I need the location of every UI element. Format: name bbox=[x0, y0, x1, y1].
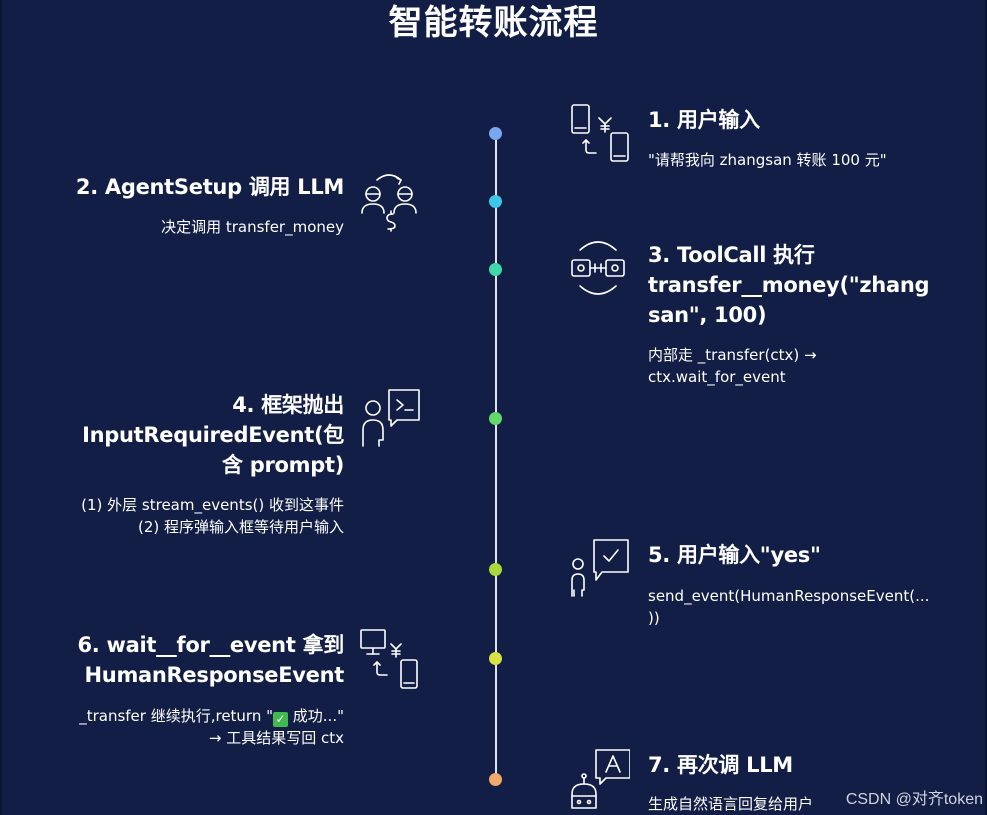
step-1-desc: "请帮我向 zhangsan 转账 100 元" bbox=[648, 151, 887, 169]
monitor-phone-icon bbox=[357, 626, 421, 690]
step-4-title-line-3: 含 prompt) bbox=[222, 453, 344, 477]
step-5-title: 5. 用户输入"yes" bbox=[648, 543, 821, 567]
step-2-desc: 决定调用 transfer_money bbox=[161, 218, 344, 236]
step-6-title-line-2: HumanResponseEvent bbox=[84, 663, 345, 687]
person-check-icon bbox=[566, 536, 630, 600]
step-6-title-line-1: 6. wait__for__event 拿到 bbox=[77, 633, 344, 657]
csdn-watermark: CSDN @对齐token bbox=[845, 791, 983, 808]
timeline-dot-3 bbox=[489, 263, 502, 276]
step-6-desc-line-1: _transfer 继续执行,return "✓ 成功..." bbox=[10, 705, 344, 727]
robot-chat-icon bbox=[566, 748, 630, 812]
step-4-desc-line-1: (1) 外层 stream_events() 收到这事件 bbox=[81, 496, 344, 514]
timeline-line bbox=[495, 134, 497, 780]
timeline-dot-6 bbox=[489, 652, 502, 665]
step-7-desc: 生成自然语言回复给用户 bbox=[648, 795, 814, 813]
step-3-title-line-1: 3. ToolCall 执行 bbox=[648, 243, 815, 267]
step-2-title: 2. AgentSetup 调用 LLM bbox=[75, 175, 344, 199]
step-6-desc-line-2: → 工具结果写回 ctx bbox=[208, 729, 344, 747]
people-exchange-icon bbox=[357, 168, 421, 232]
step-6-desc-suffix: 成功..." bbox=[288, 707, 344, 725]
frame-border-left bbox=[0, 0, 2, 815]
timeline-dot-4 bbox=[489, 412, 502, 425]
step-7-title: 7. 再次调 LLM bbox=[648, 753, 793, 777]
step-1-title: 1. 用户输入 bbox=[648, 108, 760, 132]
step-6-desc-prefix: _transfer 继续执行,return " bbox=[79, 707, 274, 725]
phone-transfer-icon bbox=[566, 100, 630, 164]
step-3-title-line-3: san", 100) bbox=[648, 303, 767, 327]
timeline-dot-7 bbox=[489, 773, 502, 786]
timeline-dot-2 bbox=[489, 195, 502, 208]
timeline-dot-1 bbox=[489, 127, 502, 140]
diagram-title: 智能转账流程 bbox=[388, 3, 599, 43]
tool-connector-icon bbox=[566, 236, 630, 300]
frame-border-right bbox=[985, 0, 987, 815]
step-5-desc-line-1: send_event(HumanResponseEvent(... bbox=[648, 587, 930, 605]
timeline-dot-5 bbox=[489, 563, 502, 576]
person-terminal-icon bbox=[357, 386, 421, 450]
step-4-title-line-2: InputRequiredEvent(包 bbox=[82, 423, 344, 447]
step-3-desc-line-2: ctx.wait_for_event bbox=[648, 368, 786, 386]
check-mark-icon: ✓ bbox=[273, 712, 289, 727]
step-5-desc-line-2: )) bbox=[648, 609, 660, 627]
step-3-desc-line-1: 内部走 _transfer(ctx) → bbox=[648, 346, 817, 364]
step-3-title-line-2: transfer__money("zhang bbox=[648, 273, 930, 297]
step-4-title-line-1: 4. 框架抛出 bbox=[232, 393, 344, 417]
step-4-desc-line-2: (2) 程序弹输入框等待用户输入 bbox=[137, 518, 344, 536]
